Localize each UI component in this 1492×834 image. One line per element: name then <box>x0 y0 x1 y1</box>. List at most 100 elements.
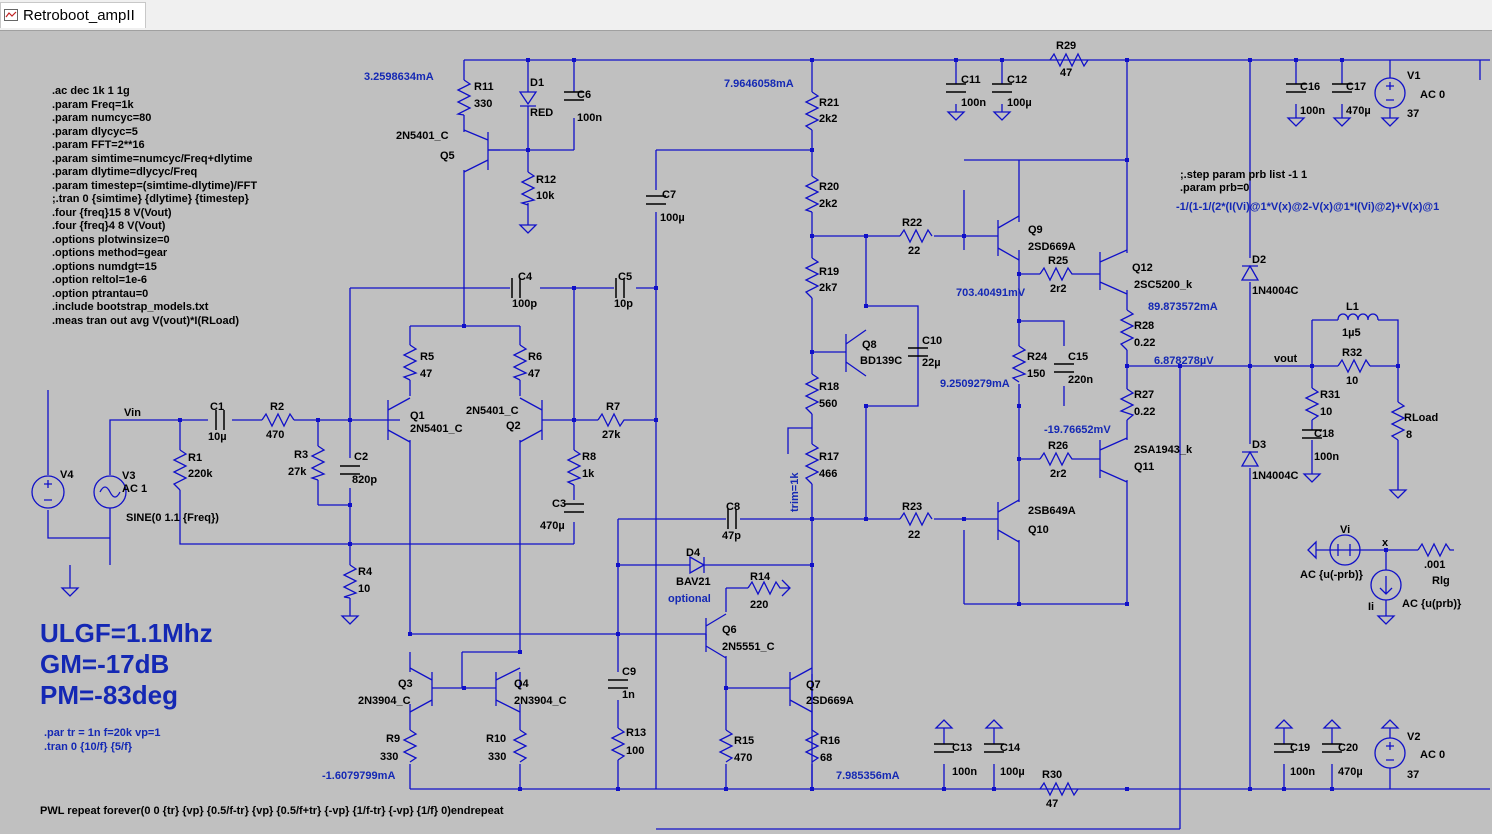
tab-retroboot-ampii[interactable]: Retroboot_ampII <box>0 2 146 28</box>
d3-symbol <box>1240 450 1260 467</box>
loop-gain-formula: -1/(1-1/(2*(I(Vi)@1*V(x)@2-V(x)@1*I(Vi)@… <box>1176 201 1439 213</box>
ref-label: Q11 <box>1134 461 1154 473</box>
ref-label: Q1 <box>410 410 425 422</box>
c3-symbol <box>564 503 584 513</box>
q6-symbol <box>705 613 727 659</box>
r9-symbol <box>402 729 418 763</box>
value-label: 2k7 <box>819 282 837 294</box>
r27-symbol <box>1119 388 1135 421</box>
step-directives[interactable]: ;.step param prb list -1 1 .param prb=0 … <box>1176 169 1439 213</box>
ref-label: C6 <box>577 89 591 101</box>
q3-symbol <box>409 667 440 713</box>
op-output-offset: 6.878278µV <box>1154 355 1214 367</box>
q5-symbol <box>463 129 500 173</box>
value-label: 1N4004C <box>1252 285 1299 297</box>
value-label: 10 <box>358 583 370 595</box>
value-label: 100n <box>1300 105 1325 117</box>
ref-label: R8 <box>582 451 596 463</box>
r3-symbol <box>309 445 326 481</box>
junctions <box>178 58 1400 791</box>
value-label: 220 <box>750 599 768 611</box>
ref-label: Q6 <box>722 624 737 636</box>
value-label: 330 <box>488 751 506 763</box>
spice-directives[interactable]: .ac dec 1k 1 1g .param Freq=1k .param nu… <box>52 85 257 327</box>
tab-bar: Retroboot_ampII <box>0 0 1492 31</box>
ref-label: C11 <box>961 74 981 86</box>
ref-label: R23 <box>902 501 922 513</box>
value-label: BD139C <box>860 355 902 367</box>
ref-label: C17 <box>1346 81 1366 93</box>
ref-label: Q10 <box>1028 524 1049 536</box>
value-label: 466 <box>819 468 837 480</box>
directive-line: .option reltol=1e-6 <box>52 274 147 286</box>
directive-line: .option ptrantau=0 <box>52 288 148 300</box>
ref-label: RLoad <box>1404 412 1438 424</box>
value-label: 1µ5 <box>1342 327 1361 339</box>
value-label: 37 <box>1407 769 1419 781</box>
pulse-directive: .tran 0 {10/f} {5/f} <box>44 741 133 753</box>
r5-symbol <box>402 344 418 381</box>
c2-symbol <box>340 465 360 475</box>
c9-symbol <box>608 679 628 689</box>
c13-symbol <box>934 743 954 753</box>
value-label: 37 <box>1407 108 1419 120</box>
r19-symbol <box>804 257 820 299</box>
value-label: 1k <box>582 468 595 480</box>
r25-symbol <box>1039 266 1076 282</box>
ref-label: V2 <box>1407 731 1420 743</box>
value-label: 47p <box>722 530 741 542</box>
q7-symbol <box>789 667 813 713</box>
ii-symbol <box>1370 569 1402 601</box>
value-label: 10 <box>1346 375 1358 387</box>
value-label: RED <box>530 107 553 119</box>
value-label: 470µ <box>1338 766 1363 778</box>
r13-symbol <box>610 727 626 761</box>
net-labels: Vin vout x <box>124 353 1389 549</box>
value-label: 10k <box>536 190 555 202</box>
ulgf-result: ULGF=1.1Mhz <box>40 618 213 648</box>
ref-label: Ii <box>1368 601 1374 613</box>
value-label: 47 <box>420 368 432 380</box>
r22-symbol <box>899 228 933 244</box>
directive-line: .param FFT=2**16 <box>52 139 145 151</box>
c18-symbol <box>1302 429 1322 439</box>
value-label: 2N5401_C <box>466 405 519 417</box>
r15-symbol <box>718 729 734 763</box>
directive-line: .options plotwinsize=0 <box>52 234 170 246</box>
component-labels: R11 330 D1 RED C6 100n R12 10k Q5 2N5401… <box>60 40 1462 810</box>
value-label: .001 <box>1424 559 1445 571</box>
ref-label: C20 <box>1338 742 1358 754</box>
net-x: x <box>1382 537 1389 549</box>
value-label: 22 <box>908 245 920 257</box>
resistors <box>172 52 1454 797</box>
optional-note: optional <box>668 593 711 605</box>
ref-label: R15 <box>734 735 754 747</box>
ref-label: C9 <box>622 666 636 678</box>
ref-label: R31 <box>1320 389 1340 401</box>
ref-label: C19 <box>1290 742 1310 754</box>
value-label: 820p <box>352 474 377 486</box>
ref-label: R26 <box>1048 440 1068 452</box>
value-label: 0.22 <box>1134 337 1155 349</box>
value-label: 27k <box>288 466 307 478</box>
value-label: 2N5551_C <box>722 641 775 653</box>
value-label: AC {u(-prb)} <box>1300 569 1364 581</box>
ref-label: R18 <box>819 381 839 393</box>
q2-symbol <box>519 397 543 443</box>
value-label: 47 <box>1060 67 1072 79</box>
r2-symbol <box>261 412 295 428</box>
ref-label: Rlg <box>1432 575 1450 587</box>
ref-label: C7 <box>662 189 676 201</box>
ref-label: R17 <box>819 451 839 463</box>
ref-label: C5 <box>618 271 632 283</box>
value-label: AC 0 <box>1420 89 1445 101</box>
r17-symbol <box>804 443 820 485</box>
r8-symbol <box>566 449 582 486</box>
value-label: 2N5401_C <box>410 423 463 435</box>
q11-symbol <box>1099 437 1128 483</box>
r1-symbol <box>172 449 188 491</box>
schematic-canvas[interactable]: .ac dec 1k 1 1g .param Freq=1k .param nu… <box>0 31 1492 834</box>
ref-label: C3 <box>552 498 566 510</box>
schematic-icon <box>4 9 18 21</box>
r6-symbol <box>512 344 528 381</box>
